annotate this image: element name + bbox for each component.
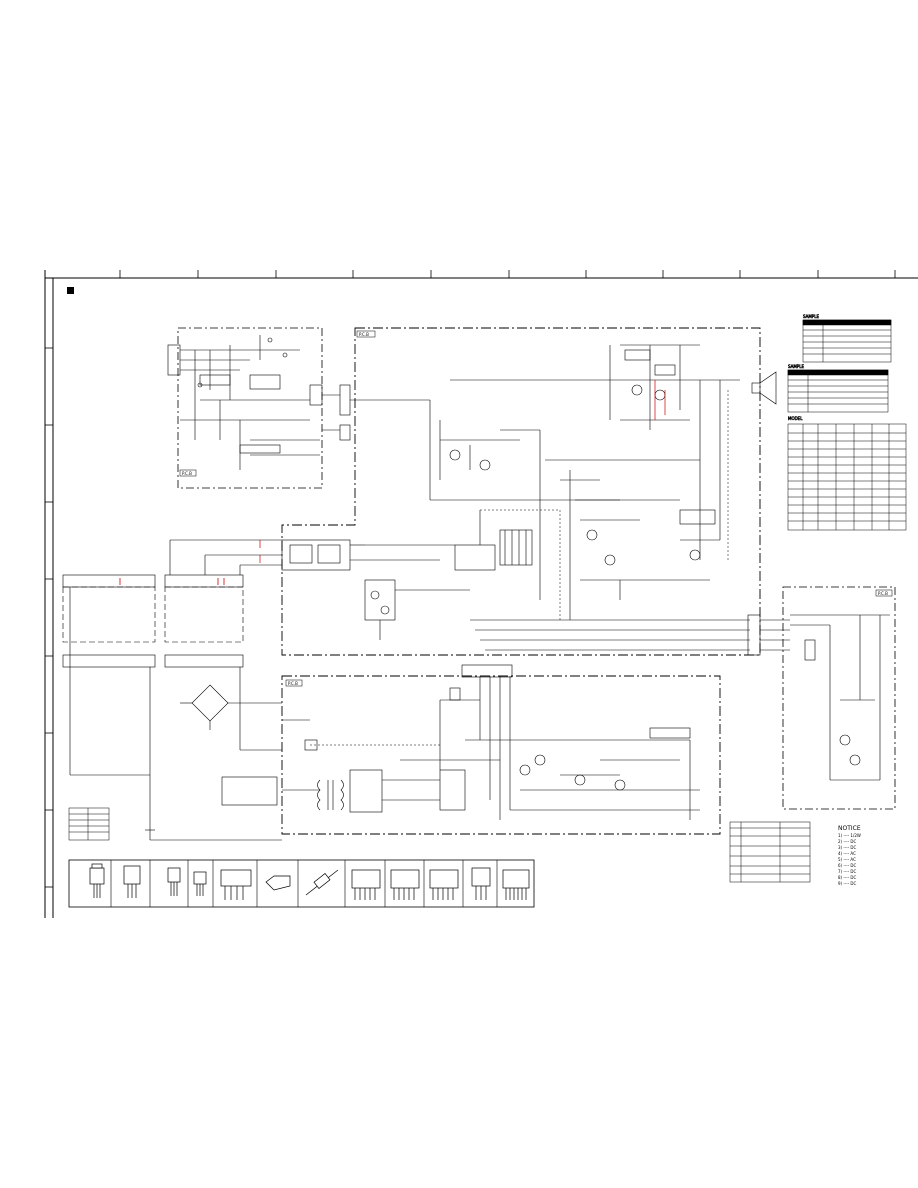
bottom-board-label: P.C.B <box>288 681 298 686</box>
notice-line: 7) ---- DC <box>838 869 857 874</box>
sample-table-a: SAMPLE <box>802 314 892 363</box>
dpak-package <box>265 875 291 891</box>
notice-line: 8) ---- DC <box>838 875 857 880</box>
row-ticks <box>45 347 53 888</box>
part-table <box>729 821 811 883</box>
right-board-label: P.C.B <box>878 591 888 596</box>
sip-package-4 <box>429 869 459 900</box>
column-ticks <box>119 270 896 278</box>
diode-package <box>305 869 339 896</box>
top-left-board-label: P.C.B <box>182 471 192 476</box>
small-legend-table <box>68 807 110 841</box>
notice-title: NOTICE <box>838 825 861 832</box>
main-board: P.C.B <box>259 327 790 656</box>
left-red-marks <box>119 578 225 585</box>
sample-table-b: SAMPLE <box>787 364 889 413</box>
to92-package-2 <box>193 871 207 896</box>
notice-line: 3) ---- DC <box>838 845 857 850</box>
hybrid-ic-package <box>502 869 530 900</box>
component-strip <box>68 859 535 908</box>
notice-line: 5) ---- AC <box>838 857 856 862</box>
right-board: P.C.B <box>782 586 896 810</box>
to92-package-1 <box>167 867 181 896</box>
notice-line: 6) ---- DC <box>838 863 857 868</box>
notice-line: 2) ---- DC <box>838 839 857 844</box>
to220-package-2 <box>123 865 141 898</box>
sip-package-1 <box>220 869 252 900</box>
notice-line: 4) ---- AC <box>838 851 856 856</box>
model-table: MODEL <box>787 416 907 531</box>
sip-package-2 <box>351 869 381 900</box>
bottom-board: P.C.B <box>281 664 721 835</box>
sip-package-3 <box>390 869 420 900</box>
top-left-board: P.C.B <box>167 327 351 489</box>
to220-package-1 <box>89 863 105 898</box>
sample-table-b-title: SAMPLE <box>788 364 804 369</box>
sample-table-a-title: SAMPLE <box>803 314 819 319</box>
model-table-title: MODEL <box>788 416 803 421</box>
main-board-label: P.C.B <box>359 332 369 337</box>
notice-block: NOTICE 1) ---- 1/2W2) ---- DC3) ---- DC4… <box>838 825 861 886</box>
to3p-package <box>471 867 491 900</box>
notice-line: 1) ---- 1/2W <box>838 833 861 838</box>
left-panels <box>62 539 282 841</box>
title-bullet <box>67 287 74 294</box>
notice-line: 9) ---- DC <box>838 881 857 886</box>
